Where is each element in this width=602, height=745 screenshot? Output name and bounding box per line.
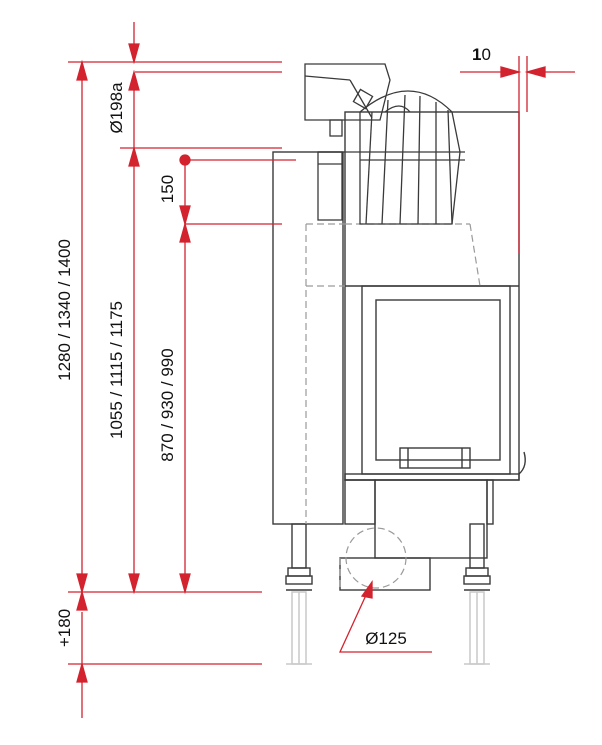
dimension-lines — [68, 22, 575, 718]
flue-collar — [304, 63, 465, 225]
door-height-label: 870 / 930 / 990 — [158, 348, 177, 461]
hidden-lines — [305, 223, 481, 590]
side-gap-label-bold: 1 — [472, 45, 481, 64]
inlet-diameter-label: Ø125 — [365, 629, 407, 648]
fireplace-body — [272, 111, 526, 591]
flue-diameter-label: Ø198a — [107, 82, 126, 134]
flue-height-label: 1055 / 1115 / 1175 — [107, 301, 126, 439]
dimension-labels: 1280 / 1340 / 1400 1055 / 1115 / 1175 87… — [55, 45, 491, 648]
total-height-label: 1280 / 1340 / 1400 — [55, 239, 74, 381]
top-offset-label: 150 — [158, 175, 177, 203]
side-gap-label: 10 — [472, 45, 491, 64]
extension-legs-ghost — [286, 591, 490, 665]
side-gap-label-rest: 0 — [481, 45, 490, 64]
legs — [285, 523, 491, 591]
extension-label: +180 — [55, 609, 74, 647]
